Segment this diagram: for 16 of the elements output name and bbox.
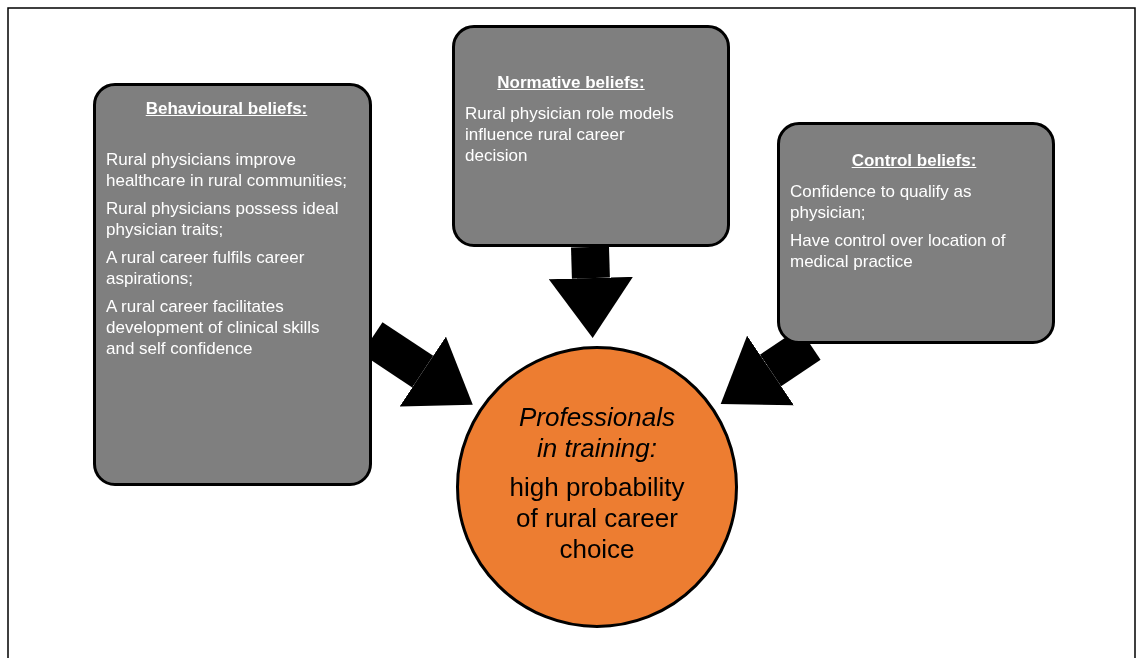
box-heading: Normative beliefs: xyxy=(496,72,646,93)
box-heading: Behavioural beliefs: xyxy=(144,98,309,119)
belief-text: Rural physicians improve healthcare in rural communities; xyxy=(106,149,347,191)
belief-box xyxy=(777,122,1055,344)
box-heading: Control beliefs: xyxy=(850,150,978,171)
belief-text: Confidence to qualify as physician; xyxy=(790,181,973,223)
belief-text: Rural physicians possess ideal physician traits; xyxy=(106,198,340,240)
belief-text: A rural career facilitates development of clinical skills and self confidence xyxy=(106,296,321,359)
circle-text: high probability of rural career choice xyxy=(508,471,686,565)
circle-heading: Professionals in training: xyxy=(517,401,677,464)
block-arrow xyxy=(548,246,633,339)
belief-text: Have control over location of medical practice xyxy=(790,230,1007,272)
belief-box xyxy=(93,83,372,486)
belief-text: A rural career fulfils career aspirations; xyxy=(106,247,306,289)
belief-box xyxy=(452,25,730,247)
belief-text: Rural physician role models influence rural career decision xyxy=(465,103,675,166)
